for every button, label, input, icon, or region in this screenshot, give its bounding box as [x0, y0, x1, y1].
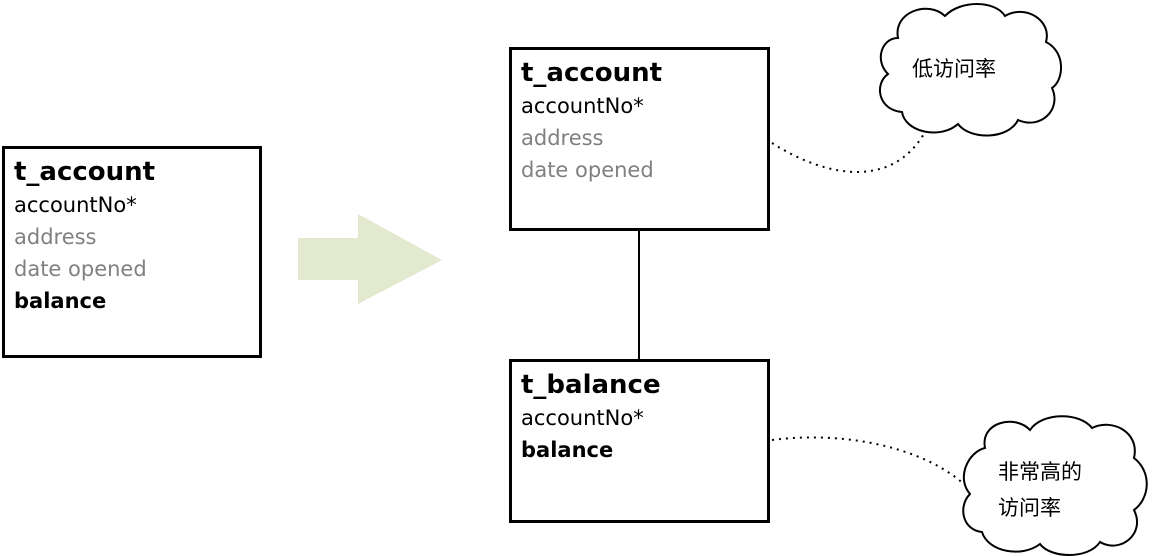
field-date-opened: date opened	[521, 158, 654, 182]
low-access-cloud	[879, 3, 1063, 137]
balance-entity: t_balance accountNo* balance	[509, 359, 770, 523]
entity-title: t_account	[14, 157, 156, 187]
split-account-entity: t_account accountNo* address date opened	[509, 47, 770, 231]
field-account-no: accountNo*	[14, 193, 137, 217]
high-access-note: 非常高的 访问率	[998, 454, 1082, 526]
field-balance: balance	[521, 438, 614, 462]
field-date-opened: date opened	[14, 257, 147, 281]
original-account-entity: t_account accountNo* address date opened…	[2, 146, 262, 358]
high-access-cloud	[962, 415, 1148, 556]
field-address: address	[14, 225, 97, 249]
low-access-note: 低访问率	[912, 51, 996, 87]
entity-title: t_account	[521, 58, 663, 88]
low-access-connector	[771, 121, 931, 173]
transform-arrow	[298, 214, 442, 304]
field-balance: balance	[14, 289, 107, 313]
field-address: address	[521, 126, 604, 150]
high-access-connector	[771, 436, 969, 489]
high-access-text-line2: 访问率	[998, 496, 1061, 520]
entity-title: t_balance	[521, 370, 661, 400]
field-account-no: accountNo*	[521, 94, 644, 118]
field-account-no: accountNo*	[521, 406, 644, 430]
high-access-text-line1: 非常高的	[998, 460, 1082, 484]
low-access-text: 低访问率	[912, 57, 996, 81]
